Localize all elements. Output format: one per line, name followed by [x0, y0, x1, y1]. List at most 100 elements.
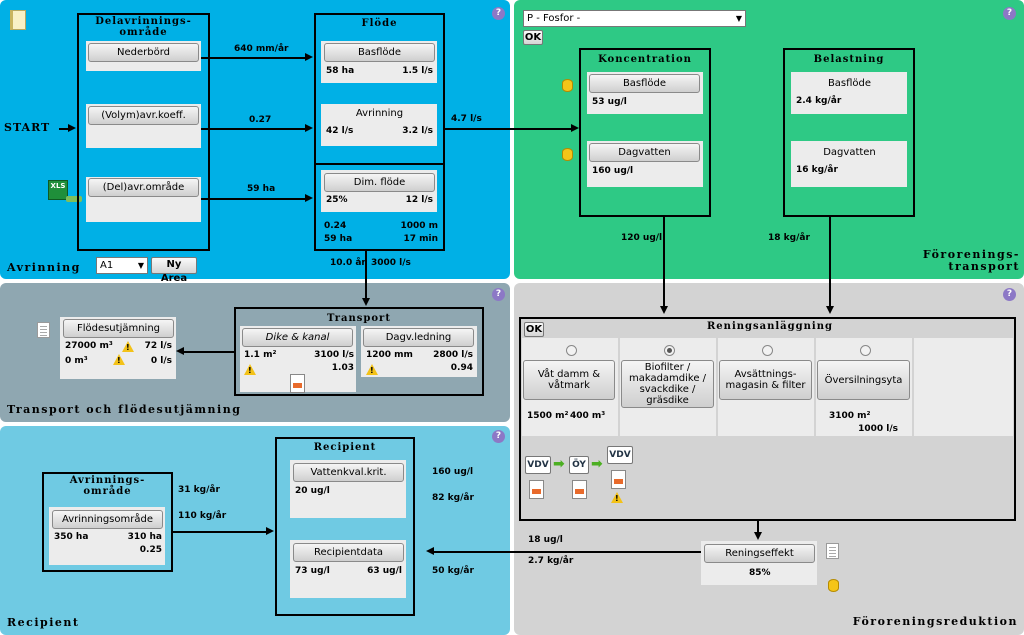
chain-vdv-1[interactable]: VDV: [525, 456, 551, 474]
document-icon[interactable]: [826, 543, 839, 559]
dim-coeff: 0.24: [324, 221, 347, 231]
konc-dagvatten-button[interactable]: Dagvatten: [589, 143, 700, 162]
dagv-value: 0.94: [450, 363, 473, 373]
bel-basflode-label: Basflöde: [827, 78, 872, 89]
option-vatdamm-button[interactable]: Våt damm & våtmark: [523, 360, 615, 400]
avr-area-right: 310 ha: [127, 532, 162, 542]
database-icon[interactable]: [562, 148, 573, 161]
conc-out-head: [660, 306, 668, 314]
dagv-diameter: 1200 mm: [366, 350, 413, 360]
dike-kanal-button[interactable]: Dike & kanal: [242, 328, 353, 347]
vatdamm-value-left: 1500 m²: [527, 411, 569, 421]
area-arrow-head: [305, 194, 313, 202]
rening-arrow-bottom: 2.7 kg/år: [528, 556, 574, 566]
option-biofilter-button[interactable]: Biofilter / makadamdike / svackdike / gr…: [621, 360, 714, 408]
belastning-box: [783, 48, 915, 217]
chevron-down-icon: ▼: [735, 14, 742, 23]
start-label: START: [4, 121, 51, 134]
chain-vdv-2[interactable]: VDV: [607, 446, 633, 464]
chain-oy[interactable]: ÖY: [569, 456, 589, 474]
load-out-line: [829, 217, 831, 307]
reningseffekt-button[interactable]: Reningseffekt: [704, 544, 815, 563]
bel-basflode-card: [791, 72, 907, 114]
utj-vol2: 0 m³: [65, 356, 88, 366]
recipient-box: [275, 437, 415, 616]
vatdamm-value-right: 400 m³: [570, 411, 606, 421]
start-arrow-line: [59, 128, 70, 130]
transport-in-head: [362, 298, 370, 306]
load-out-head: [826, 306, 834, 314]
flode-out-line: [445, 128, 573, 130]
dim-flow: 12 l/s: [405, 195, 433, 205]
area-select[interactable]: A1▼: [96, 257, 148, 274]
radio-vatdamm[interactable]: [566, 345, 577, 356]
konc-basflode-button[interactable]: Basflöde: [589, 74, 700, 93]
warning-icon: [244, 364, 256, 375]
recipientdata-button[interactable]: Recipientdata: [293, 543, 404, 562]
recipient-title: Recipient: [7, 616, 80, 629]
delavromrade-button[interactable]: (Del)avr.område: [88, 178, 199, 197]
dim-below-left: 10.0 år: [330, 258, 366, 268]
database-icon[interactable]: [562, 79, 573, 92]
transport-title: Transport och flödesutjämning: [7, 403, 242, 416]
substance-select[interactable]: P - Fosfor -▼: [523, 10, 746, 27]
transport-box-title: Transport: [327, 313, 391, 324]
excel-icon[interactable]: XLS: [48, 180, 68, 200]
konc-basflode-value: 53 ug/l: [592, 97, 627, 107]
avrinning-title: Avrinning: [7, 261, 81, 274]
dagvledning-button[interactable]: Dagv.ledning: [363, 328, 474, 347]
flode-out-value: 4.7 l/s: [451, 114, 482, 124]
dim-flode-button[interactable]: Dim. flöde: [324, 173, 435, 192]
radio-avsattning[interactable]: [762, 345, 773, 356]
avrkoeff-button[interactable]: (Volym)avr.koeff.: [88, 106, 199, 125]
bel-dagvatten-value: 16 kg/år: [796, 165, 838, 175]
recipient-box-title: Recipient: [313, 442, 377, 453]
koncentration-title: Koncentration: [598, 54, 692, 65]
radio-oversilning[interactable]: [860, 345, 871, 356]
help-icon-transport[interactable]: ?: [492, 288, 505, 301]
dike-flow: 3100 l/s: [314, 350, 354, 360]
nederbord-arrow-line: [201, 57, 307, 59]
help-icon-avrinning[interactable]: ?: [492, 7, 505, 20]
vattenkval-button[interactable]: Vattenkval.krit.: [293, 463, 404, 482]
dim-area: 59 ha: [324, 234, 353, 244]
reningsanlaggning-title: Reningsanläggning: [707, 321, 833, 332]
rening-to-recipient-line: [434, 551, 701, 553]
fororeningstransport-title: Förorenings- transport: [922, 248, 1020, 273]
substance-ok-button[interactable]: OK: [523, 30, 543, 45]
nederbord-arrow-value: 640 mm/år: [234, 44, 289, 54]
basflode-button[interactable]: Basflöde: [324, 43, 435, 62]
transport-box: [234, 307, 484, 396]
document-icon[interactable]: [37, 322, 50, 338]
oversilning-flow: 1000 l/s: [858, 424, 898, 434]
flodesutjamning-button[interactable]: Flödesutjämning: [63, 319, 174, 338]
dim-length: 1000 m: [400, 221, 438, 231]
help-icon-fororeningstransport[interactable]: ?: [1003, 7, 1016, 20]
report-icon[interactable]: [611, 470, 626, 489]
help-icon-fororeningsreduktion[interactable]: ?: [1003, 288, 1016, 301]
report-icon[interactable]: [290, 374, 305, 393]
koeff-arrow-line: [201, 128, 307, 130]
flode-title: Flöde: [361, 18, 398, 29]
conc-out-value: 120 ug/l: [621, 233, 663, 243]
rening-ok-button[interactable]: OK: [524, 322, 544, 337]
nederbord-arrow-head: [305, 53, 313, 61]
dim-time: 17 min: [403, 234, 438, 244]
avrinningsomrade-button[interactable]: Avrinningsområde: [52, 510, 163, 529]
bel-basflode-value: 2.4 kg/år: [796, 96, 842, 106]
help-icon-recipient[interactable]: ?: [492, 430, 505, 443]
radio-biofilter[interactable]: [664, 345, 675, 356]
report-icon[interactable]: [529, 480, 544, 499]
database-icon[interactable]: [828, 579, 839, 592]
report-icon[interactable]: [572, 480, 587, 499]
nederbord-button[interactable]: Nederbörd: [88, 43, 199, 62]
reningseffekt-value: 85%: [749, 568, 771, 578]
rening-down-line: [757, 521, 759, 533]
notebook-icon[interactable]: [10, 10, 26, 30]
option-oversilning-button[interactable]: Översilningsyta: [817, 360, 910, 400]
start-arrow-head: [68, 124, 76, 132]
option-avsattning-button[interactable]: Avsättnings-magasin & filter: [719, 360, 812, 400]
new-area-button[interactable]: Ny Area: [151, 257, 197, 284]
avr-area-ha: 350 ha: [54, 532, 89, 542]
basflode-flow: 1.5 l/s: [402, 66, 433, 76]
